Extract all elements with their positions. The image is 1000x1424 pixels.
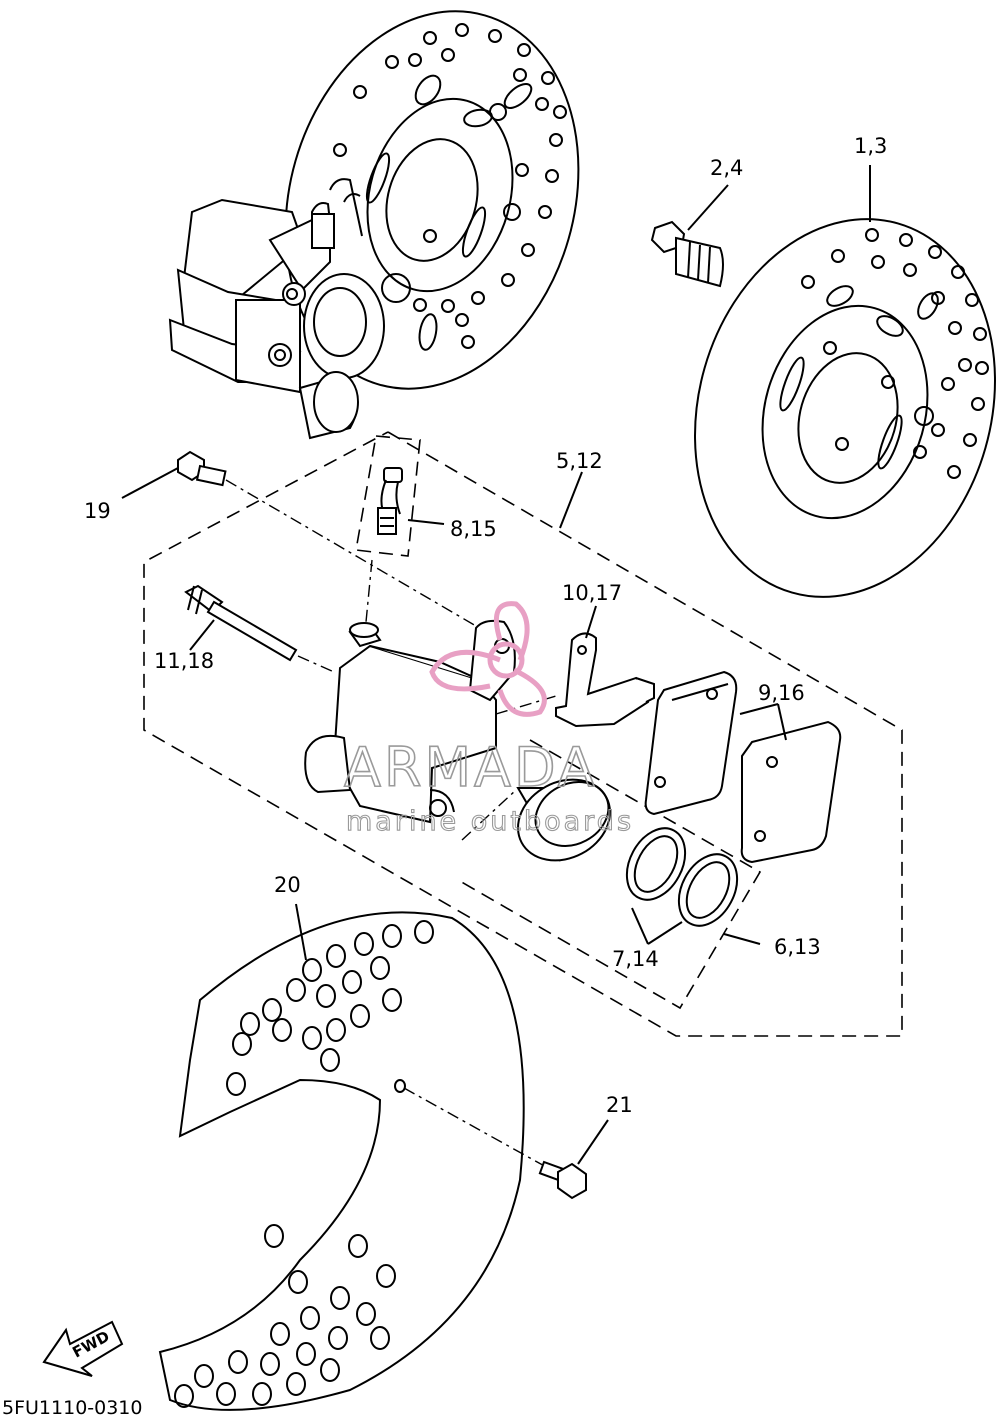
pad-pin bbox=[184, 584, 298, 662]
callout-6-13: 6,13 bbox=[774, 935, 821, 959]
callout-2-4: 2,4 bbox=[710, 156, 743, 180]
callout-7-14: 7,14 bbox=[612, 947, 659, 971]
piston bbox=[516, 778, 611, 862]
callout-1-3: 1,3 bbox=[854, 134, 887, 158]
callout-19: 19 bbox=[84, 499, 111, 523]
forward-arrow-icon: FWD bbox=[42, 1320, 124, 1377]
pad-support-bracket bbox=[555, 632, 655, 728]
disc-bolt bbox=[650, 220, 724, 288]
disc-guard bbox=[158, 911, 525, 1411]
caliper-bolt bbox=[177, 450, 227, 487]
leader-lines bbox=[121, 165, 871, 1165]
watermark: ARMADA marine outboards bbox=[343, 601, 634, 838]
callout-10-17: 10,17 bbox=[562, 581, 622, 605]
watermark-brand: ARMADA bbox=[344, 736, 598, 799]
watermark-logo bbox=[429, 601, 547, 717]
brake-pad-outer bbox=[740, 720, 842, 864]
dust-seal bbox=[677, 853, 739, 927]
callout-8-15: 8,15 bbox=[450, 517, 497, 541]
guard-screw bbox=[538, 1160, 587, 1200]
diagram-code: 5FU1110-0310 bbox=[2, 1397, 143, 1419]
brake-disc bbox=[694, 218, 996, 598]
callout-9-16: 9,16 bbox=[758, 681, 805, 705]
callout-labels: 1,3 2,4 5,12 19 8,15 10,17 11,18 9,16 20… bbox=[84, 134, 887, 1117]
watermark-tagline: marine outboards bbox=[346, 806, 634, 837]
callout-11-18: 11,18 bbox=[154, 649, 214, 673]
bleed-screw-boundary bbox=[355, 435, 421, 557]
assembled-caliper bbox=[168, 178, 385, 440]
bleed-screw bbox=[377, 467, 403, 535]
piston-seal bbox=[625, 827, 687, 901]
callout-20: 20 bbox=[274, 873, 301, 897]
caliper-assembly-boundary bbox=[143, 431, 903, 1037]
callout-21: 21 bbox=[606, 1093, 633, 1117]
brake-pad-inner bbox=[644, 670, 738, 816]
callout-5-12: 5,12 bbox=[556, 449, 603, 473]
